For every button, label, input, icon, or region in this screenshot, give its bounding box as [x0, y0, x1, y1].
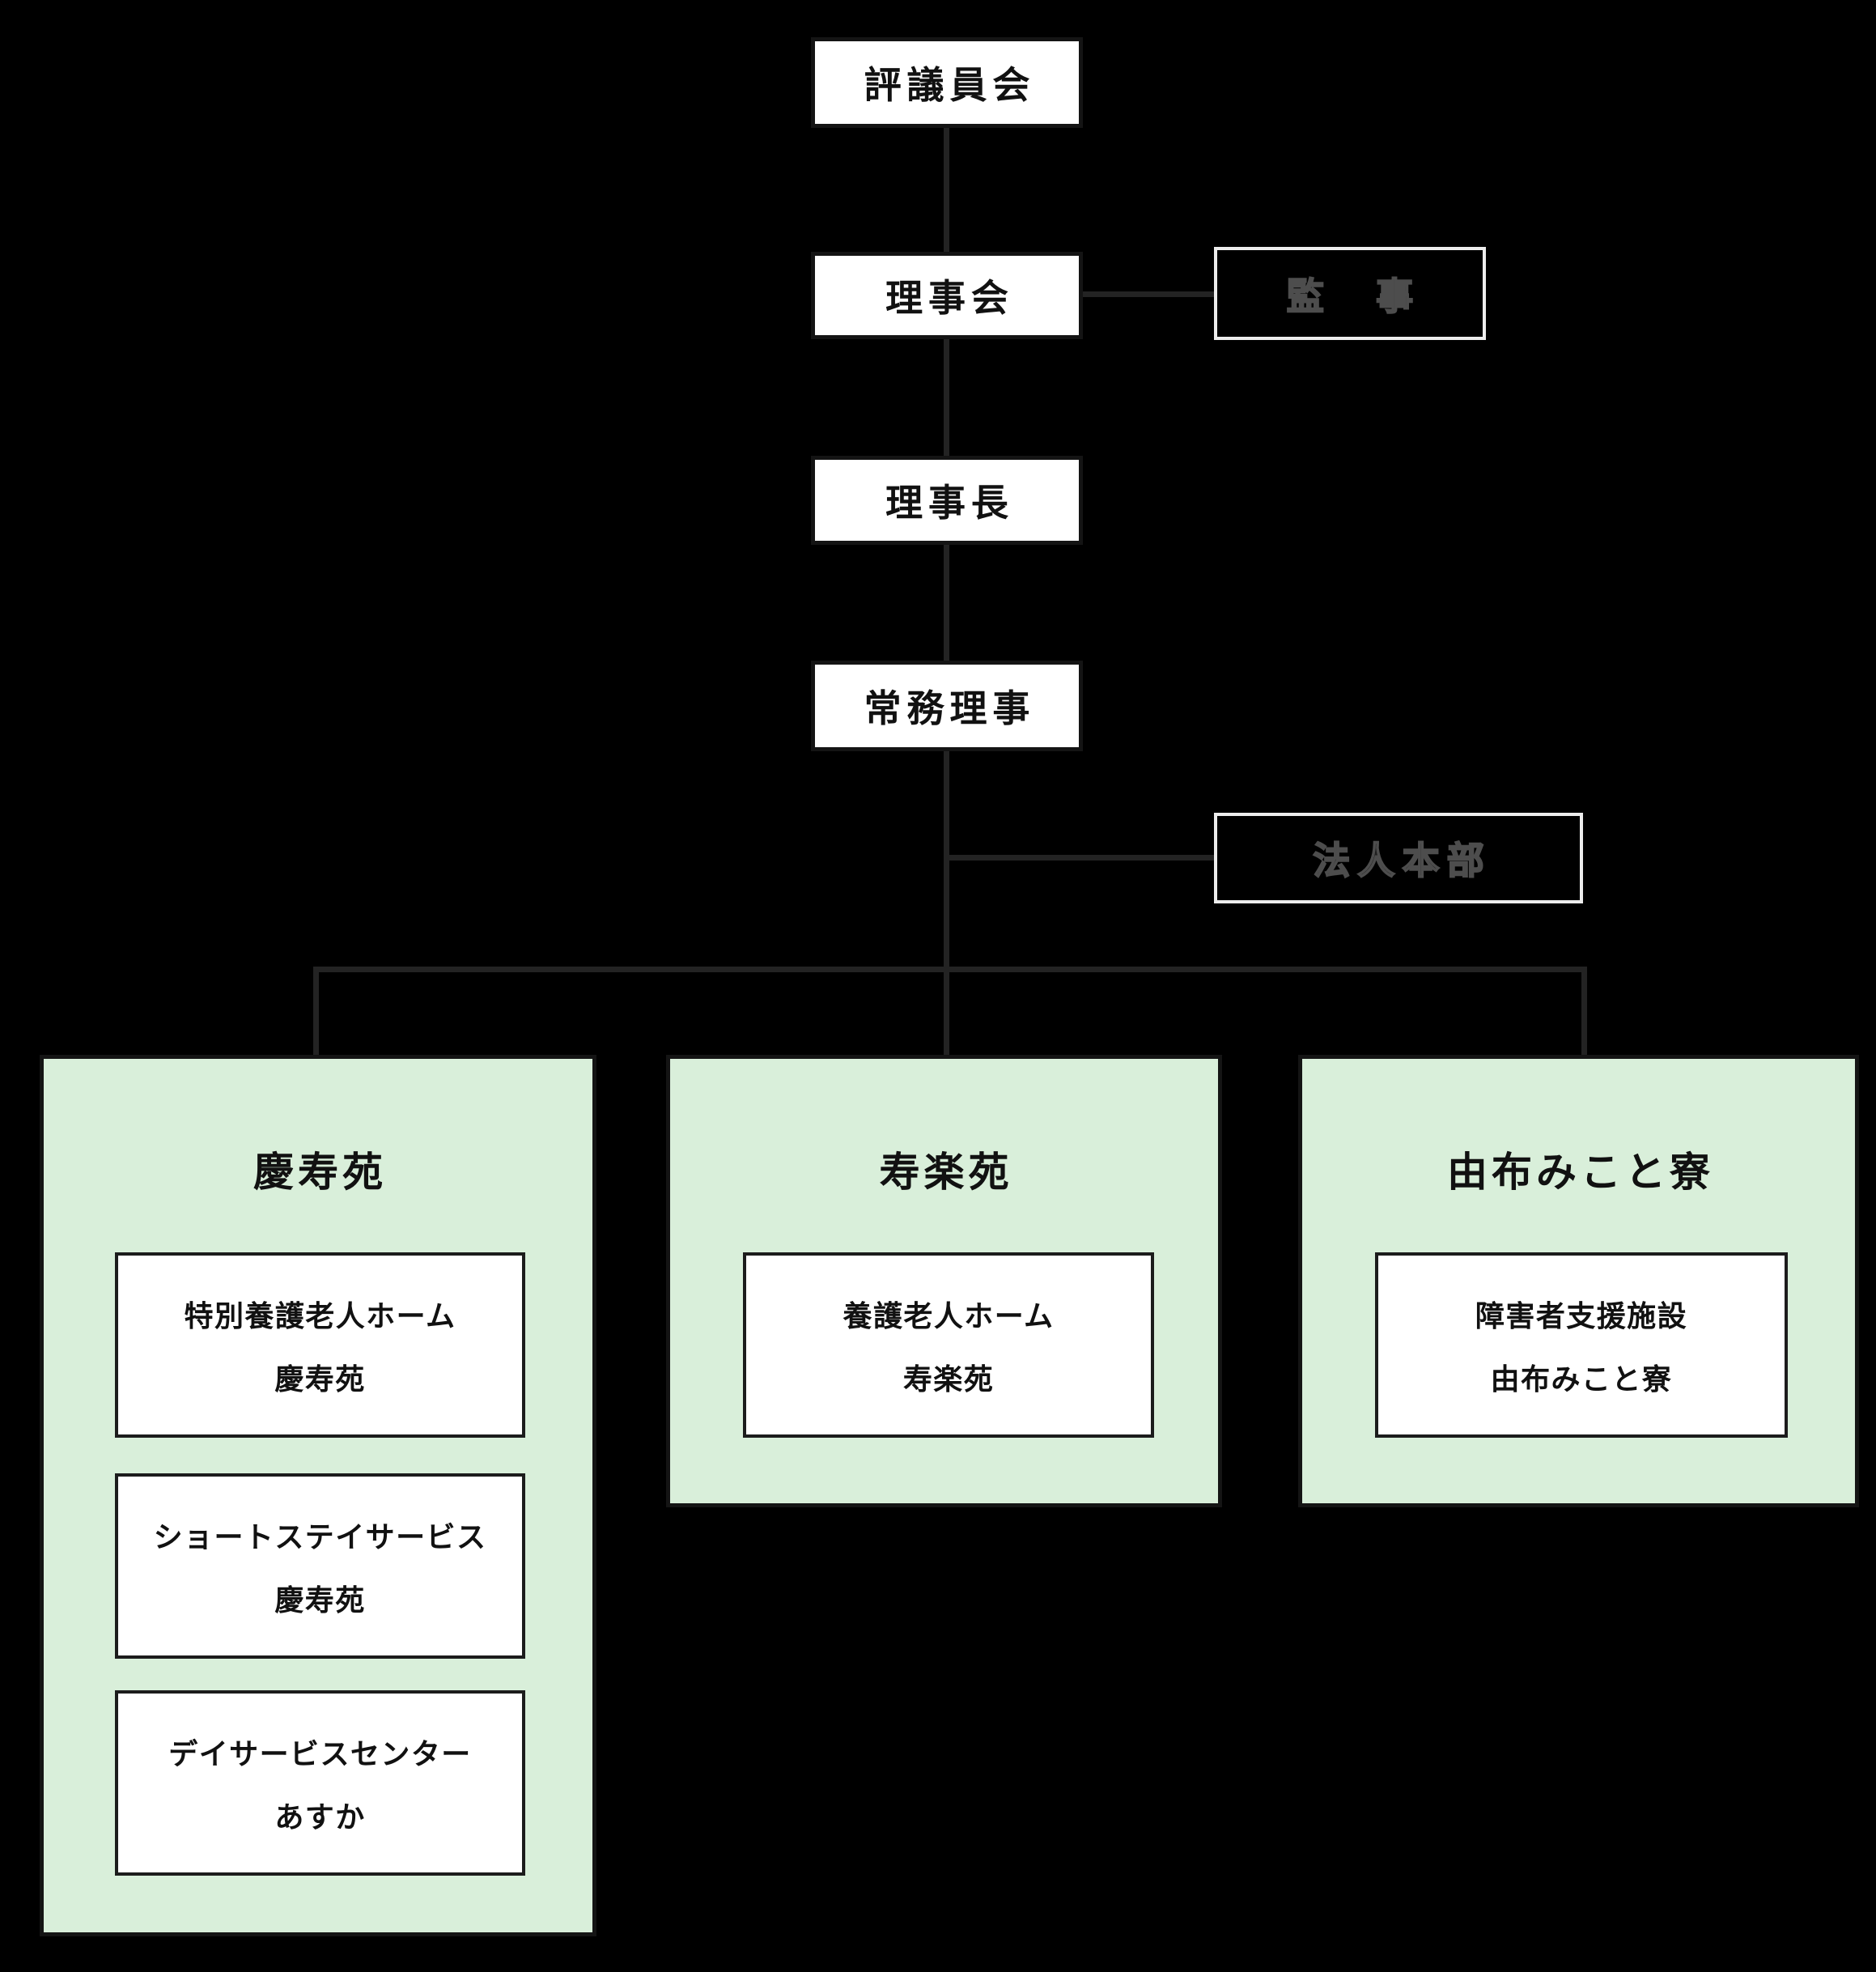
- unit-label-line1: 特別養護老人ホーム: [184, 1298, 456, 1332]
- facility-yufu-mikoto: 由布みこと寮 障害者支援施設 由布みこと寮: [1298, 1055, 1859, 1507]
- connector-managing-branch: [944, 749, 949, 1056]
- unit-label-line2: 寿楽苑: [902, 1362, 995, 1396]
- connector-board-chairman: [944, 335, 949, 458]
- node-auditor: 監 事: [1214, 247, 1486, 340]
- node-board: 理事会: [811, 252, 1083, 339]
- facility-yufu-mikoto-unit-1: 障害者支援施設 由布みこと寮: [1375, 1252, 1788, 1438]
- node-managing-director-label: 常務理事: [864, 687, 1036, 729]
- node-chairman: 理事長: [811, 456, 1083, 545]
- connector-council-board: [944, 125, 949, 255]
- facility-keijuen: 慶寿苑 特別養護老人ホーム 慶寿苑 ショートステイサービス 慶寿苑 デイサービス…: [40, 1055, 596, 1936]
- node-council-label: 評議員会: [864, 64, 1036, 106]
- unit-label-line2: 慶寿苑: [274, 1362, 366, 1396]
- unit-label-line1: 養護老人ホーム: [843, 1298, 1055, 1332]
- unit-label-line2: 慶寿苑: [274, 1583, 366, 1617]
- facility-keijuen-unit-3: デイサービスセンター あすか: [115, 1690, 525, 1876]
- facility-jurakuen-unit-1: 養護老人ホーム 寿楽苑: [743, 1252, 1154, 1438]
- node-managing-director: 常務理事: [811, 661, 1083, 751]
- unit-label-line1: 障害者支援施設: [1475, 1298, 1688, 1332]
- facility-keijuen-unit-1: 特別養護老人ホーム 慶寿苑: [115, 1252, 525, 1438]
- facility-keijuen-unit-2: ショートステイサービス 慶寿苑: [115, 1473, 525, 1659]
- connector-chairman-managing: [944, 542, 949, 663]
- unit-label-line1: ショートステイサービス: [153, 1519, 487, 1553]
- facility-yufu-mikoto-title: 由布みこと寮: [1447, 1150, 1714, 1195]
- node-board-label: 理事会: [885, 277, 1014, 319]
- unit-label-line2: 由布みこと寮: [1490, 1362, 1673, 1396]
- node-auditor-label: 監 事: [1286, 274, 1421, 318]
- unit-label-line1: デイサービスセンター: [168, 1736, 472, 1770]
- node-chairman-label: 理事長: [885, 482, 1014, 524]
- node-headquarters-label: 法人本部: [1312, 839, 1492, 882]
- facility-jurakuen: 寿楽苑 養護老人ホーム 寿楽苑: [666, 1055, 1222, 1507]
- connector-board-auditor: [1080, 291, 1216, 297]
- connector-drop-left: [313, 967, 319, 1057]
- unit-label-line2: あすか: [274, 1800, 366, 1834]
- node-council: 評議員会: [811, 37, 1083, 128]
- facility-keijuen-title: 慶寿苑: [253, 1150, 387, 1195]
- node-headquarters: 法人本部: [1214, 813, 1583, 903]
- connector-branch-horizontal: [313, 967, 1587, 972]
- connector-headquarters: [944, 855, 1216, 861]
- facility-jurakuen-title: 寿楽苑: [879, 1150, 1013, 1195]
- connector-drop-right: [1581, 967, 1587, 1057]
